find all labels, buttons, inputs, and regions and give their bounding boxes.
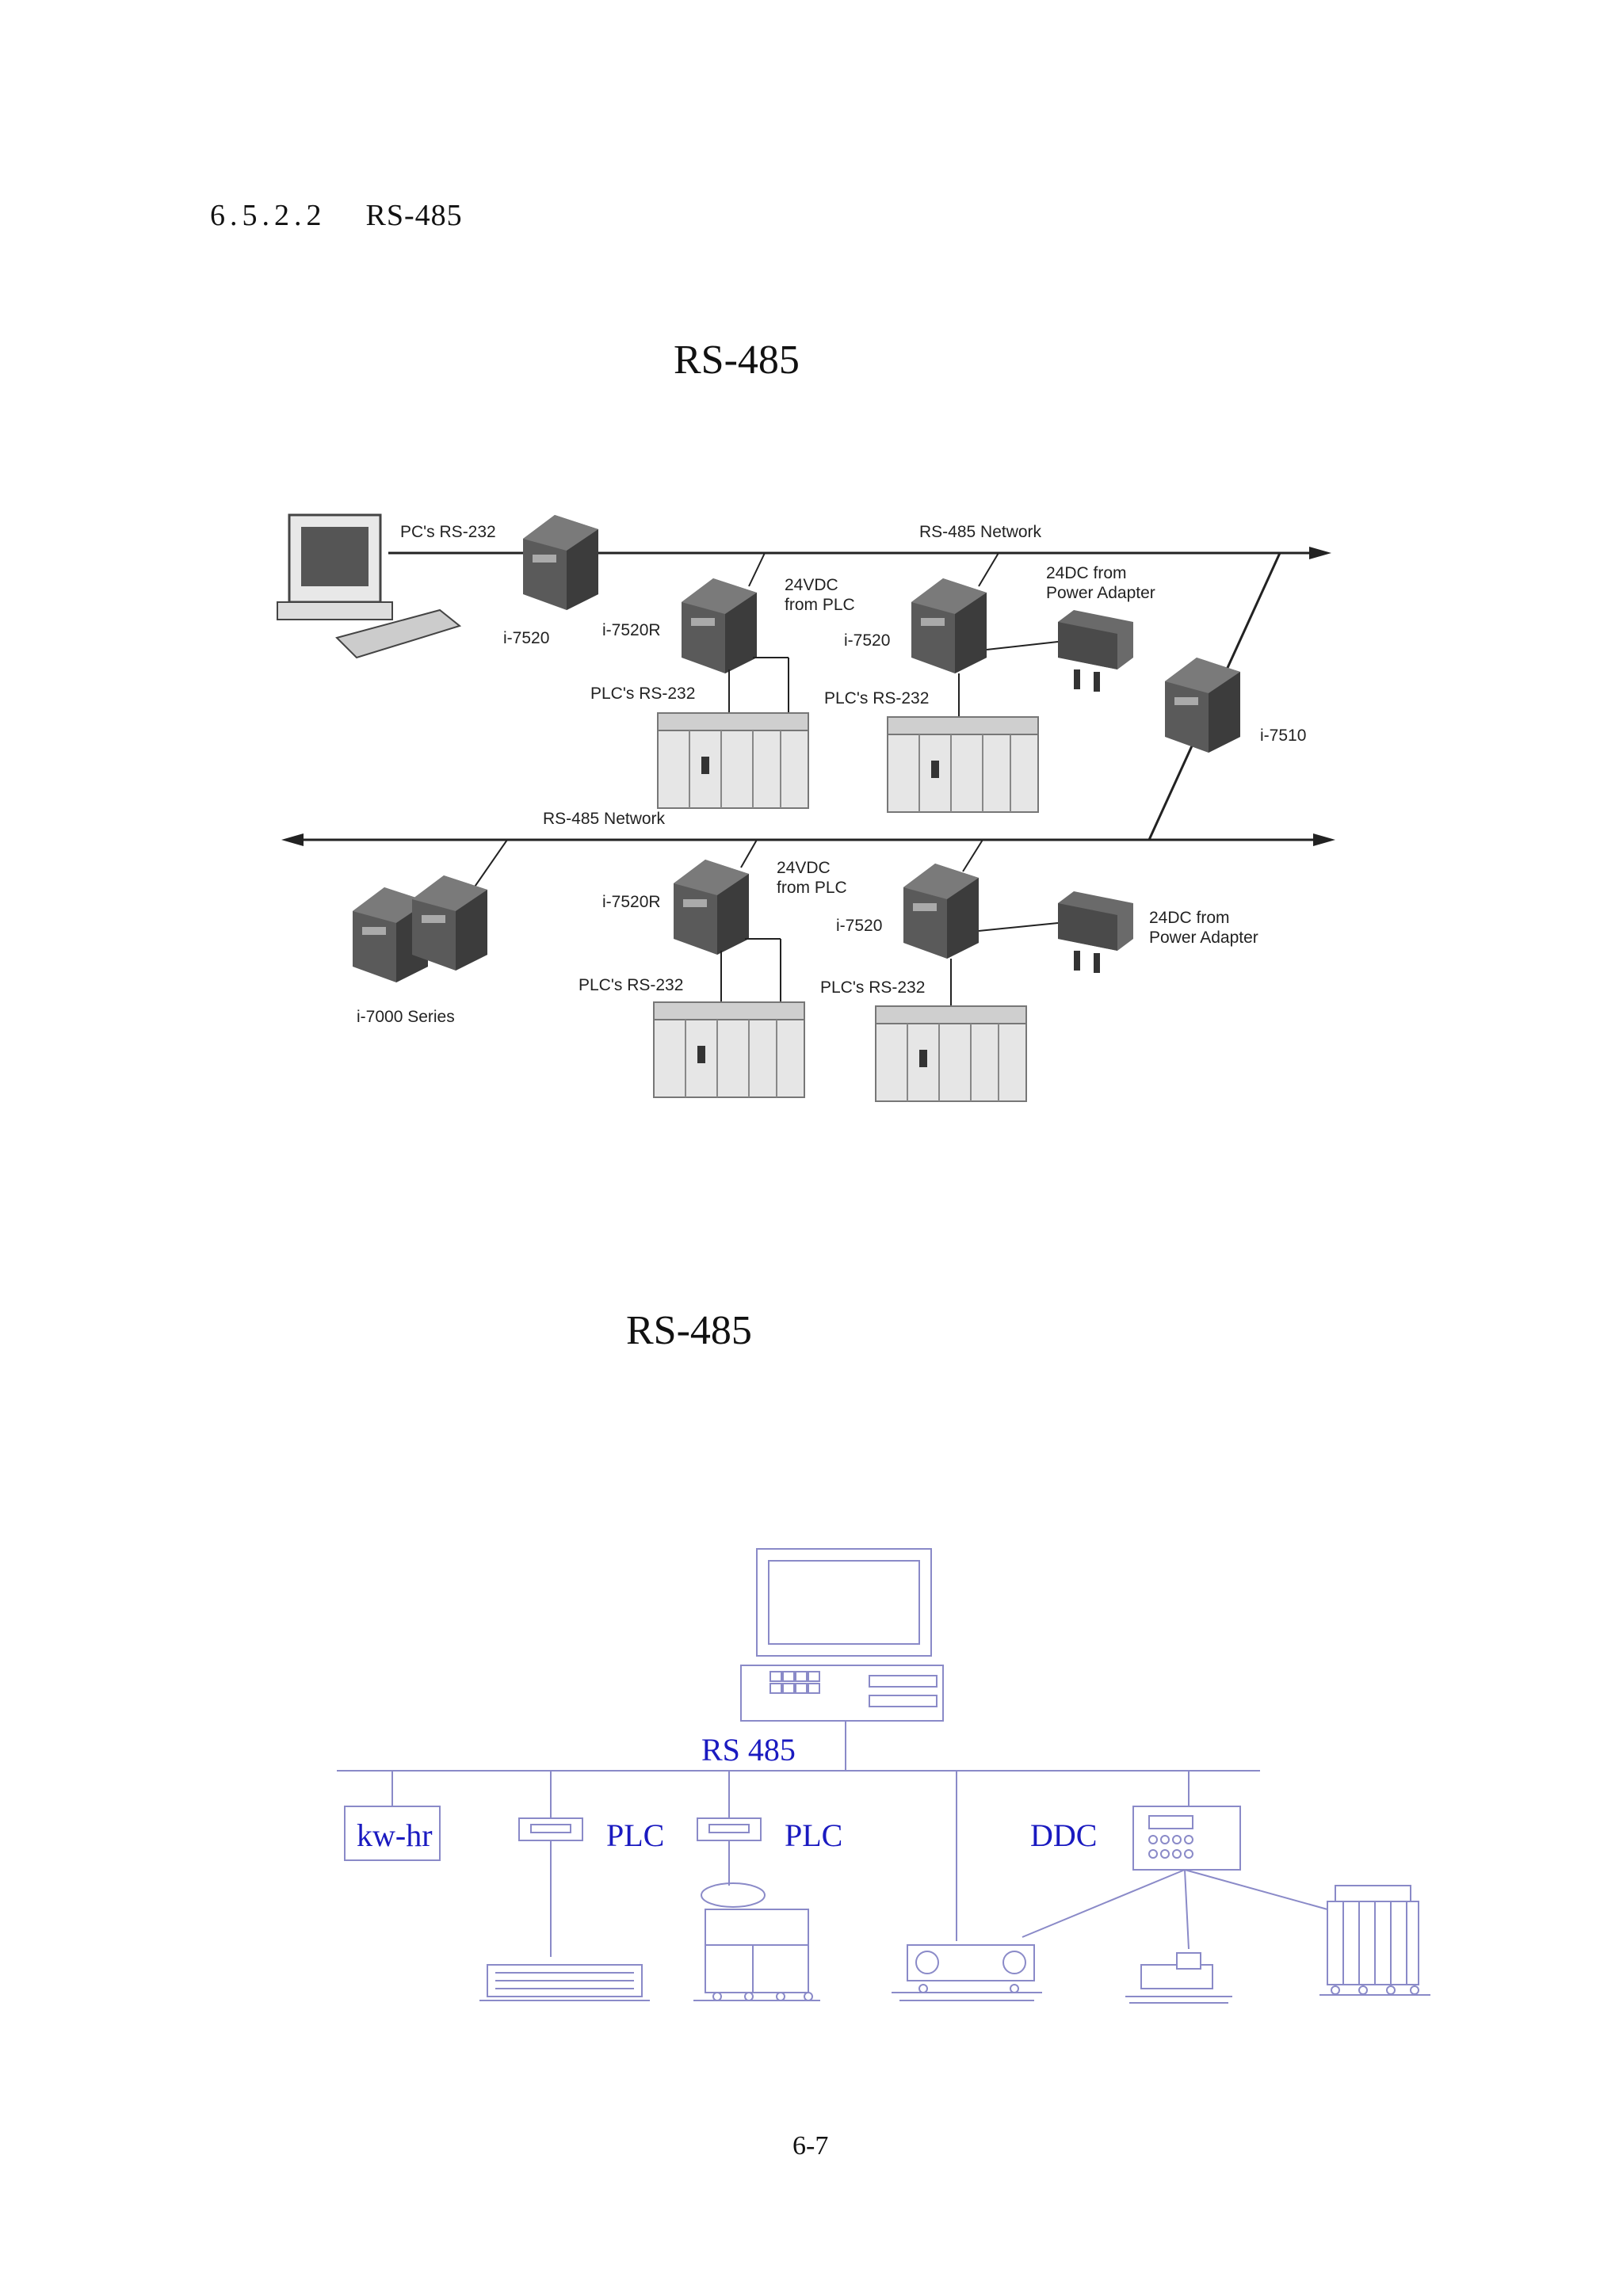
vdc-plc-label-a1: 24VDC xyxy=(785,576,838,594)
ddc-label: DDC xyxy=(1030,1817,1097,1853)
i7510-label: i-7510 xyxy=(1260,727,1306,745)
rs485-bus-diagram: RS 485 kw-hr PLC PLC xyxy=(337,1548,1430,2004)
i7520r-label-b: i-7520R xyxy=(602,893,661,911)
i7520r-label-a: i-7520R xyxy=(602,621,661,639)
kwhr-label: kw-hr xyxy=(357,1817,433,1853)
adapter-label-a1: 24DC from xyxy=(1046,564,1127,582)
vdc-plc-label-b1: 24VDC xyxy=(777,859,831,877)
i7520-module-b xyxy=(911,578,987,673)
section-heading: 6.5.2.2 RS-485 xyxy=(210,198,463,233)
i7510-module xyxy=(1165,658,1240,753)
plc-rs232-label-b: PLC's RS-232 xyxy=(824,689,929,707)
i7520r-module-b xyxy=(674,860,749,955)
page-number: 6-7 xyxy=(792,2131,829,2161)
vdc-plc-label-b2: from PLC xyxy=(777,879,847,897)
i7000-label: i-7000 Series xyxy=(357,1008,455,1026)
pump-icon xyxy=(1125,1952,1232,2004)
cooling-tower-icon xyxy=(1319,1885,1430,1996)
i7520-label-b: i-7520 xyxy=(844,631,890,650)
i7000-module-2 xyxy=(412,875,487,971)
rs485-network-label-bottom: RS-485 Network xyxy=(543,810,666,828)
heater-unit-icon xyxy=(479,1964,650,2001)
plc-label-2: PLC xyxy=(785,1817,842,1853)
chiller-icon xyxy=(892,1944,1042,2001)
computer-icon xyxy=(740,1548,944,1722)
pc-rs232-label: PC's RS-232 xyxy=(400,523,496,541)
bus-label: RS 485 xyxy=(701,1732,796,1768)
figure2-title: RS-485 xyxy=(626,1308,752,1353)
i7520r-module-a xyxy=(682,578,757,673)
i7520-module-c xyxy=(903,864,979,959)
plc-rs232-label-c: PLC's RS-232 xyxy=(579,976,683,994)
plc-rs232-label-a: PLC's RS-232 xyxy=(590,685,695,703)
section-number: 6.5.2.2 xyxy=(210,199,327,232)
kwhr-meter-box xyxy=(344,1806,441,1861)
computer-icon xyxy=(277,513,462,659)
plc-unit-c xyxy=(653,1001,805,1098)
adapter-label-b1: 24DC from xyxy=(1149,909,1230,927)
ddc-controller-box xyxy=(1132,1806,1241,1871)
section-title: RS-485 xyxy=(365,199,463,232)
i7520-label-c: i-7520 xyxy=(836,917,882,935)
plc-unit-d xyxy=(875,1005,1027,1102)
plc-label-1: PLC xyxy=(606,1817,664,1853)
figure1-title: RS-485 xyxy=(674,338,800,383)
plc-unit-b xyxy=(887,716,1039,813)
plc-unit-a xyxy=(657,712,809,809)
plc-rs232-label-d: PLC's RS-232 xyxy=(820,978,925,997)
power-adapter-icon-b xyxy=(1058,891,1133,973)
adapter-label-a2: Power Adapter xyxy=(1046,584,1155,602)
adapter-label-b2: Power Adapter xyxy=(1149,929,1258,947)
plc-box-2 xyxy=(697,1817,762,1841)
rs485-network-diagram: i-7520 PC's RS-232 RS-485 Network i-7520… xyxy=(277,513,1335,1102)
rs485-network-label-top: RS-485 Network xyxy=(919,523,1042,541)
vdc-plc-label-a2: from PLC xyxy=(785,596,855,614)
i7520-label-a: i-7520 xyxy=(503,629,549,647)
plc-box-1 xyxy=(518,1817,583,1841)
i7520-module-a xyxy=(523,515,598,610)
power-adapter-icon-a xyxy=(1058,610,1133,692)
air-handler-icon xyxy=(693,1882,820,2001)
